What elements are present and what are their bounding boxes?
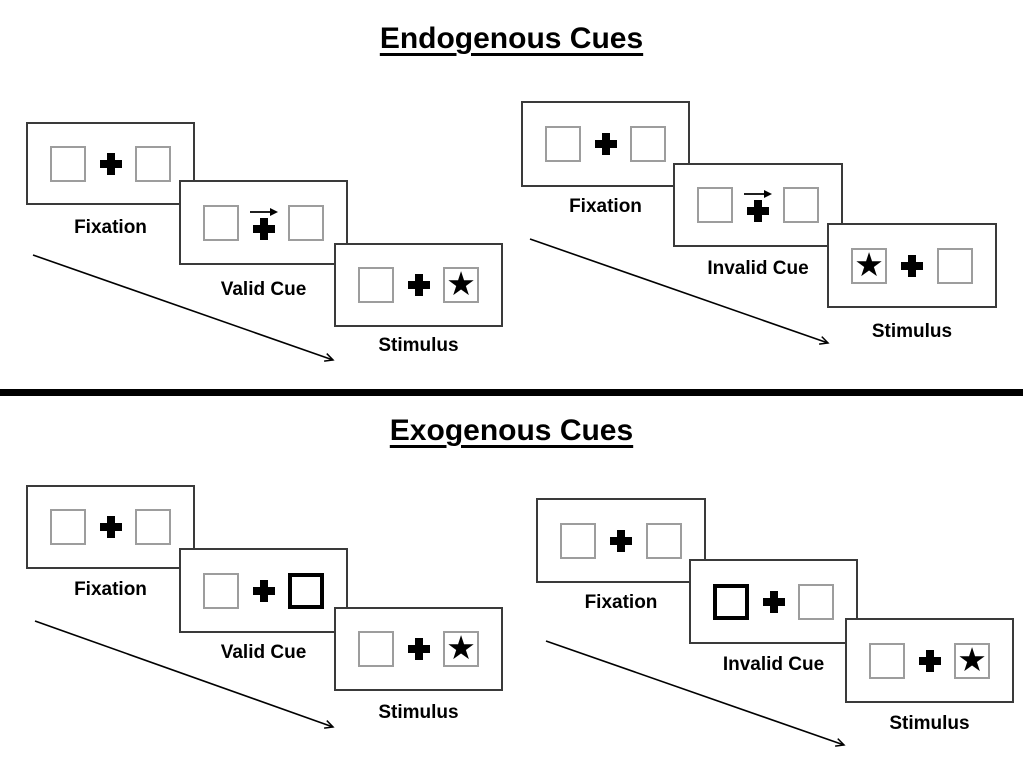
target-star-icon: ★ [854, 245, 884, 283]
right-box [646, 522, 682, 559]
step-label: Stimulus [871, 321, 953, 342]
screen-stimulus: ★ [334, 243, 503, 327]
step-label: Fixation [74, 217, 147, 238]
left-box [560, 522, 596, 559]
step-label: Stimulus [889, 713, 970, 734]
right-box [937, 247, 973, 284]
left-box [697, 187, 733, 223]
cue-arrow-icon [744, 190, 772, 198]
right-box-target: ★ [443, 631, 479, 667]
right-box [135, 509, 171, 545]
left-box [203, 572, 239, 609]
step-label: Valid Cue [220, 642, 307, 663]
sequence-arrow [34, 620, 335, 729]
fixation-cross [99, 152, 122, 175]
fixation-cross [901, 254, 923, 277]
left-box [869, 642, 905, 679]
right-box-target: ★ [954, 640, 990, 679]
fixation-cross [407, 274, 430, 296]
fixation-cross [762, 590, 785, 613]
screen-invalid-cue [689, 559, 858, 644]
section-divider [0, 389, 1023, 396]
right-box [630, 126, 666, 162]
step-label: Invalid Cue [707, 258, 809, 279]
left-box [358, 267, 394, 303]
right-box [783, 187, 819, 223]
sequence-arrow [529, 238, 830, 345]
section-title-endogenous: Endogenous Cues [379, 22, 644, 55]
screen-valid-cue [179, 180, 348, 265]
screen-fixation [26, 122, 195, 205]
section-title-exogenous: Exogenous Cues [389, 414, 634, 447]
right-box-cued [288, 572, 324, 609]
fixation-cross [252, 579, 275, 602]
screen-invalid-cue [673, 163, 843, 247]
screen-fixation [536, 498, 706, 583]
left-box-target: ★ [851, 245, 887, 284]
left-box [358, 631, 394, 667]
right-box [798, 583, 834, 620]
left-box [50, 509, 86, 545]
left-box-cued [713, 583, 749, 620]
step-label: Fixation [584, 592, 658, 613]
left-box [50, 145, 86, 182]
right-box-target: ★ [443, 267, 479, 303]
target-star-icon: ★ [446, 265, 476, 302]
step-label: Stimulus [378, 702, 459, 723]
screen-fixation [521, 101, 690, 187]
fixation-cross [743, 188, 773, 222]
screen-stimulus: ★ [827, 223, 997, 308]
left-box [545, 126, 581, 162]
fixation-cross [407, 638, 430, 660]
step-label: Fixation [74, 579, 147, 600]
fixation-cross [249, 206, 279, 240]
step-label: Invalid Cue [722, 654, 825, 675]
screen-fixation [26, 485, 195, 569]
step-label: Stimulus [378, 335, 459, 356]
target-star-icon: ★ [957, 640, 987, 678]
fixation-cross [918, 649, 941, 672]
sequence-arrow [32, 254, 335, 362]
fixation-cross [610, 529, 632, 552]
right-box [135, 145, 171, 182]
screen-valid-cue [179, 548, 348, 633]
fixation-cross [594, 133, 617, 155]
target-star-icon: ★ [446, 629, 476, 666]
left-box [203, 204, 239, 241]
screen-stimulus: ★ [845, 618, 1014, 703]
screen-stimulus: ★ [334, 607, 503, 691]
step-label: Valid Cue [220, 279, 307, 300]
fixation-cross [99, 516, 122, 538]
cue-arrow-icon [249, 207, 278, 216]
right-box [288, 204, 324, 241]
step-label: Fixation [569, 196, 642, 217]
